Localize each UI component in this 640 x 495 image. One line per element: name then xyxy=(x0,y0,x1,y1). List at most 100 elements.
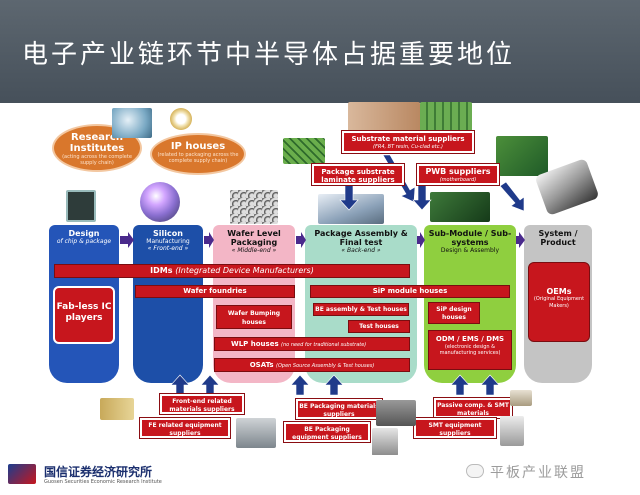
arrow-fe-materials-2 xyxy=(200,374,220,396)
substrate-strip-image xyxy=(283,138,325,164)
package-substrate-box: Package substrate laminate suppliers xyxy=(312,164,404,185)
be-materials-image xyxy=(376,400,416,426)
sip-module-label: SiP module houses xyxy=(372,287,448,295)
smt-equipment-label: SMT equipment suppliers xyxy=(428,422,482,437)
wafer-level-title: Wafer Level Packaging xyxy=(227,229,281,247)
wechat-icon xyxy=(466,464,484,478)
odm-note: (electronic design & manufacturing servi… xyxy=(439,344,501,356)
slide-title: 电子产业链环节中半导体占据重要地位 xyxy=(22,40,516,70)
footer xyxy=(0,455,640,495)
ip-houses-oval: IP houses (related to packaging across t… xyxy=(150,133,246,175)
fabless-box: Fab-less IC players xyxy=(53,286,115,344)
arrow-design-silicon xyxy=(120,232,134,248)
be-packaging-materials-box: BE Packaging materials suppliers xyxy=(296,399,382,419)
substrate-material-note: (FR4, BT resin, Cu-clad etc.) xyxy=(373,144,443,150)
wafer-level-column: Wafer Level Packaging « Middle-end » xyxy=(213,225,295,383)
pwb-suppliers-note: (motherboard) xyxy=(439,177,477,183)
design-title: Design xyxy=(68,229,100,238)
substrate-material-box: Substrate material suppliers (FR4, BT re… xyxy=(342,131,474,153)
arrow-wafer-assembly xyxy=(296,232,306,248)
pcb-image xyxy=(496,136,548,176)
idms-note: (Integrated Device Manufacturers) xyxy=(175,266,314,275)
footer-org: 国信证券经济研究所 xyxy=(44,465,153,479)
be-packaging-materials-label: BE Packaging materials suppliers xyxy=(299,403,379,418)
guosen-logo xyxy=(8,464,36,484)
arrow-assembly-submodule xyxy=(417,232,425,248)
arrow-be-materials-2 xyxy=(324,374,344,396)
passive-comp-label: Passive comp. & SMT materials xyxy=(437,402,509,417)
test-houses-box: Test houses xyxy=(348,320,410,333)
fe-equipment-label: FE related equipment suppliers xyxy=(148,422,222,437)
odm-label: ODM / EMS / DMS xyxy=(435,335,505,343)
frontend-materials-label: Front-end related materials suppliers xyxy=(169,398,235,413)
osats-note: (Open Source Assembly & Test houses) xyxy=(276,363,375,369)
arrow-passive-2 xyxy=(480,374,500,396)
research-institutes-label: Research Institutes xyxy=(69,132,125,154)
wafer-foundries-label: Wafer foundries xyxy=(183,287,247,295)
molecule-image xyxy=(112,108,152,138)
osats-bar: OSATs (Open Source Assembly & Test house… xyxy=(214,358,410,372)
research-institutes-oval: Research Institutes (acting across the c… xyxy=(52,124,142,172)
oems-label: OEMs xyxy=(546,287,572,296)
ip-houses-note: (related to packaging across the complet… xyxy=(157,152,239,164)
frontend-materials-box: Front-end related materials suppliers xyxy=(160,394,244,414)
idms-label: IDMs xyxy=(150,266,173,275)
osats-label: OSATs xyxy=(249,361,274,369)
arrow-pwb-submodule xyxy=(412,184,432,211)
odm-box: ODM / EMS / DMS (electronic design & man… xyxy=(428,330,512,370)
footer-watermark: 平板产业联盟 xyxy=(490,465,586,481)
fabless-label: Fab-less IC players xyxy=(56,302,112,323)
silicon-title: Silicon xyxy=(153,229,183,238)
chip-design-image xyxy=(66,190,96,222)
arrow-pwb-system xyxy=(499,181,525,212)
wlp-houses-bar: WLP houses (no need for traditional subs… xyxy=(214,337,410,351)
be-assembly-label: BE assembly & Test houses xyxy=(315,306,407,313)
arrow-be-materials-1 xyxy=(290,374,310,396)
arrow-silicon-wafer xyxy=(204,232,214,248)
silicon-note: « Front-end » xyxy=(147,245,189,252)
arrow-laminate-assembly xyxy=(339,184,359,211)
pwb-suppliers-label: PWB suppliers xyxy=(425,167,491,176)
sip-design-label: SiP design houses xyxy=(436,306,472,321)
title-banner: 电子产业链环节中半导体占据重要地位 xyxy=(0,0,640,103)
wafer-bumping-label: Wafer Bumping houses xyxy=(227,310,281,326)
wafer-foundries-bar: Wafer foundries xyxy=(135,285,295,298)
wafer-bumps-image xyxy=(230,190,278,224)
fe-equipment-box: FE related equipment suppliers xyxy=(140,418,230,438)
assembly-note: « Back-end » xyxy=(341,247,381,254)
be-assembly-box: BE assembly & Test houses xyxy=(313,303,409,316)
be-equipment-image xyxy=(372,428,398,456)
pwb-suppliers-box: PWB suppliers (motherboard) xyxy=(417,164,499,185)
package-substrate-label: Package substrate laminate suppliers xyxy=(321,168,395,184)
submodule-title: Sub-Module / Sub-systems xyxy=(428,229,512,247)
arrow-fe-materials-1 xyxy=(170,374,190,396)
sip-module-bar: SiP module houses xyxy=(310,285,510,298)
oems-note: (Original Equipment Makers) xyxy=(533,296,585,309)
submodule-note: Design & Assembly xyxy=(440,247,500,254)
system-title: System / Product xyxy=(538,229,578,247)
wlp-houses-label: WLP houses xyxy=(231,340,279,348)
substrate-material-label: Substrate material suppliers xyxy=(351,135,465,143)
silicon-sub: Manufacturing xyxy=(146,238,190,245)
submodule-board-image xyxy=(430,192,490,222)
idms-bar: IDMs (Integrated Device Manufacturers) xyxy=(54,264,410,278)
ip-houses-label: IP houses xyxy=(170,141,226,152)
sip-design-box: SiP design houses xyxy=(428,302,480,324)
passive-comp-box: Passive comp. & SMT materials xyxy=(434,398,512,418)
substrate-material-image xyxy=(348,102,420,132)
be-packaging-equipment-box: BE Packaging equipment suppliers xyxy=(284,422,370,442)
copyright-coin-image xyxy=(170,108,192,130)
laminate-image xyxy=(420,102,472,132)
gold-materials-image xyxy=(100,398,134,420)
silicon-wafer-image xyxy=(140,182,180,222)
arrow-passive-1 xyxy=(450,374,470,396)
footer-org-en: Guosen Securities Economic Research Inst… xyxy=(44,479,162,485)
fe-equipment-image xyxy=(236,418,276,448)
passive-comp-image xyxy=(510,390,532,406)
test-houses-label: Test houses xyxy=(359,323,399,330)
arrow-submodule-system xyxy=(516,232,525,248)
design-sub: of chip & package xyxy=(56,238,112,245)
silicon-column: Silicon Manufacturing « Front-end » xyxy=(133,225,203,383)
wlp-houses-note: (no need for traditional substrate) xyxy=(281,342,367,348)
